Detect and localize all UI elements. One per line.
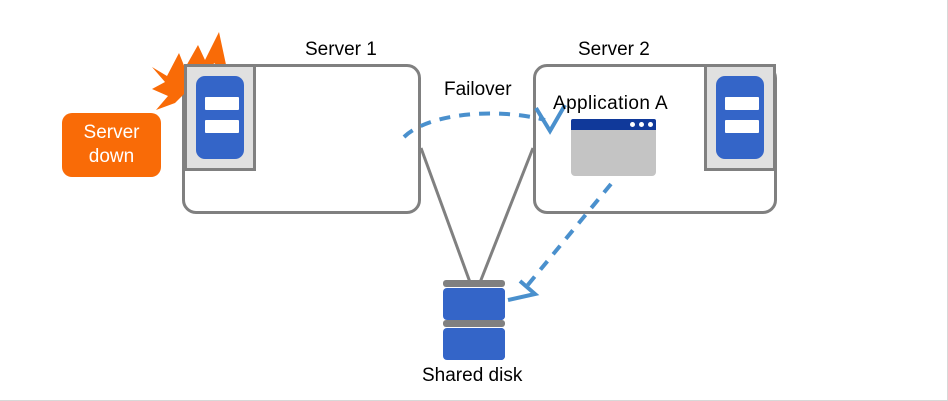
server1-machine-icon xyxy=(184,64,256,171)
shared-disk-label: Shared disk xyxy=(422,365,523,386)
window-dot-1 xyxy=(630,122,635,127)
server2-title: Server 2 xyxy=(578,39,650,60)
shared-disk-icon xyxy=(443,280,505,360)
disk-slab-top xyxy=(443,288,505,320)
server1-icon-body xyxy=(196,76,244,159)
server-down-badge-line1: Server xyxy=(83,122,140,144)
disk-access-arrow xyxy=(520,182,613,294)
window-content-pane xyxy=(571,130,656,176)
disk-slab-bottom xyxy=(443,328,505,360)
server-down-badge-line2: down xyxy=(88,146,135,167)
failover-label: Failover xyxy=(444,79,512,100)
server1-icon-bar-top xyxy=(205,97,239,110)
server1-title: Server 1 xyxy=(305,39,377,60)
disk-access-arrow-head xyxy=(507,279,540,302)
window-dot-3 xyxy=(648,122,653,127)
disk-cap-top xyxy=(443,280,505,287)
window-dot-2 xyxy=(639,122,644,127)
disk-cap-bottom xyxy=(443,320,505,327)
application-label: Application A xyxy=(553,93,669,114)
failover-arrow xyxy=(402,111,546,139)
server2-machine-icon xyxy=(704,64,776,171)
link-server1-disk xyxy=(419,147,473,286)
server2-icon-bar-bottom xyxy=(725,120,759,133)
server1-icon-bar-bottom xyxy=(205,120,239,133)
failover-arrow-head xyxy=(534,104,567,135)
server-down-badge: Server down xyxy=(62,113,161,177)
link-server2-disk xyxy=(477,147,535,286)
server2-icon-bar-top xyxy=(725,97,759,110)
application-window-icon xyxy=(571,119,656,176)
window-titlebar xyxy=(571,119,656,130)
server2-icon-body xyxy=(716,76,764,159)
